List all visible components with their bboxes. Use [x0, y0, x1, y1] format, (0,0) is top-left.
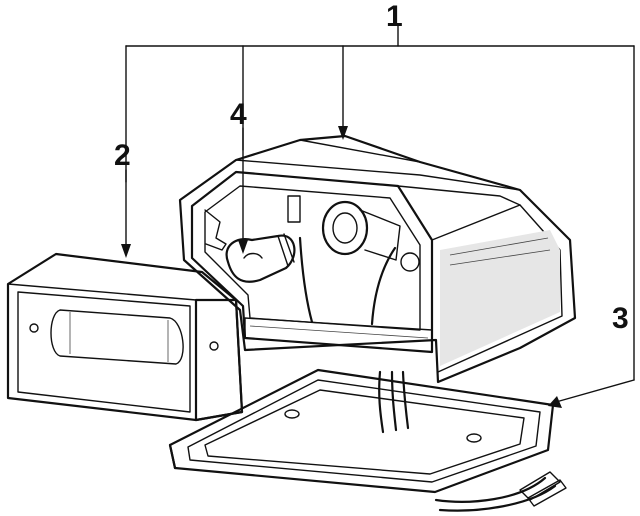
- callout-1: 1: [386, 0, 403, 33]
- leader-lines: [121, 25, 635, 408]
- bulb: [225, 233, 296, 283]
- wire-harness: [378, 370, 567, 512]
- mounting-hole: [284, 409, 300, 419]
- screw-hole: [209, 341, 219, 351]
- retaining-post: [287, 195, 301, 223]
- connector-plug: [519, 471, 561, 501]
- wire-grommet: [400, 252, 420, 272]
- callout-labels: 1 2 3 4: [114, 0, 629, 335]
- callout-4: 4: [230, 98, 247, 131]
- bulb-socket: [321, 200, 369, 256]
- screw-hole: [29, 323, 39, 333]
- callout-3: 3: [612, 302, 629, 335]
- callout-2: 2: [114, 139, 131, 172]
- lamp-housing: [178, 134, 577, 384]
- contact-spring-clip: [204, 209, 227, 251]
- lens: [6, 252, 244, 422]
- mounting-hole: [466, 433, 482, 443]
- base-gasket-plate: [168, 368, 555, 494]
